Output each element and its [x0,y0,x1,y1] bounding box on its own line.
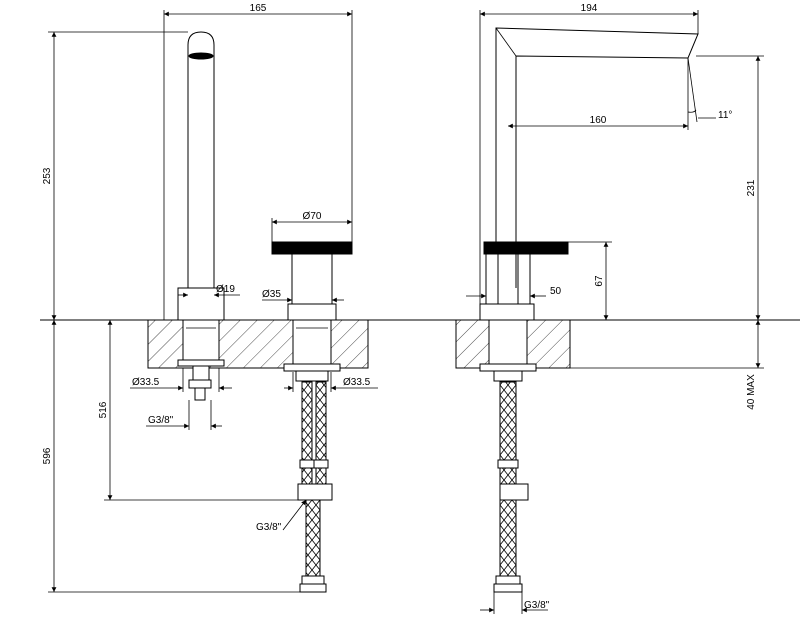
dim-handle-body-diameter: Ø35 [262,289,281,300]
hose-main [305,499,321,577]
dim-handle-offset: 50 [550,286,562,297]
handle-body [291,253,333,305]
side-view: 194 160 11° 231 67 50 40 MAX G3/8" [455,3,764,614]
dim-spout-diameter: Ø19 [216,284,235,295]
hose-right-lower [315,467,327,485]
hose-right-upper [315,381,327,463]
dim-reach-160: 160 [590,115,607,126]
hose-left-upper [301,381,313,463]
side-spout [495,27,699,288]
dim-height-253: 253 [42,167,53,184]
dim-deck-max: 40 MAX [746,374,757,410]
handle-cap [271,241,353,255]
dim-right-hole: Ø33.5 [343,377,371,388]
dim-depth-194: 194 [581,3,598,14]
dim-hose-length: 516 [98,401,109,418]
dim-handle-diameter: Ø70 [303,211,322,222]
dim-left-hole: Ø33.5 [132,377,160,388]
dim-left-thread: G3/8" [148,415,174,426]
hose-left-lower [301,467,313,485]
front-spout [187,31,215,288]
front-view: 165 253 Ø70 Ø19 Ø35 Ø33.5 Ø33.5 [40,3,800,593]
dim-handle-height: 67 [594,275,605,287]
dim-spout-height: 231 [746,179,757,196]
dim-hose-thread: G3/8" [256,522,282,533]
spout-outlet [188,52,214,60]
side-handle-cap [483,241,569,255]
dim-width-165: 165 [250,3,267,14]
dim-total-length: 596 [42,447,53,464]
dim-side-thread: G3/8" [524,600,550,611]
dim-angle: 11° [718,110,732,121]
